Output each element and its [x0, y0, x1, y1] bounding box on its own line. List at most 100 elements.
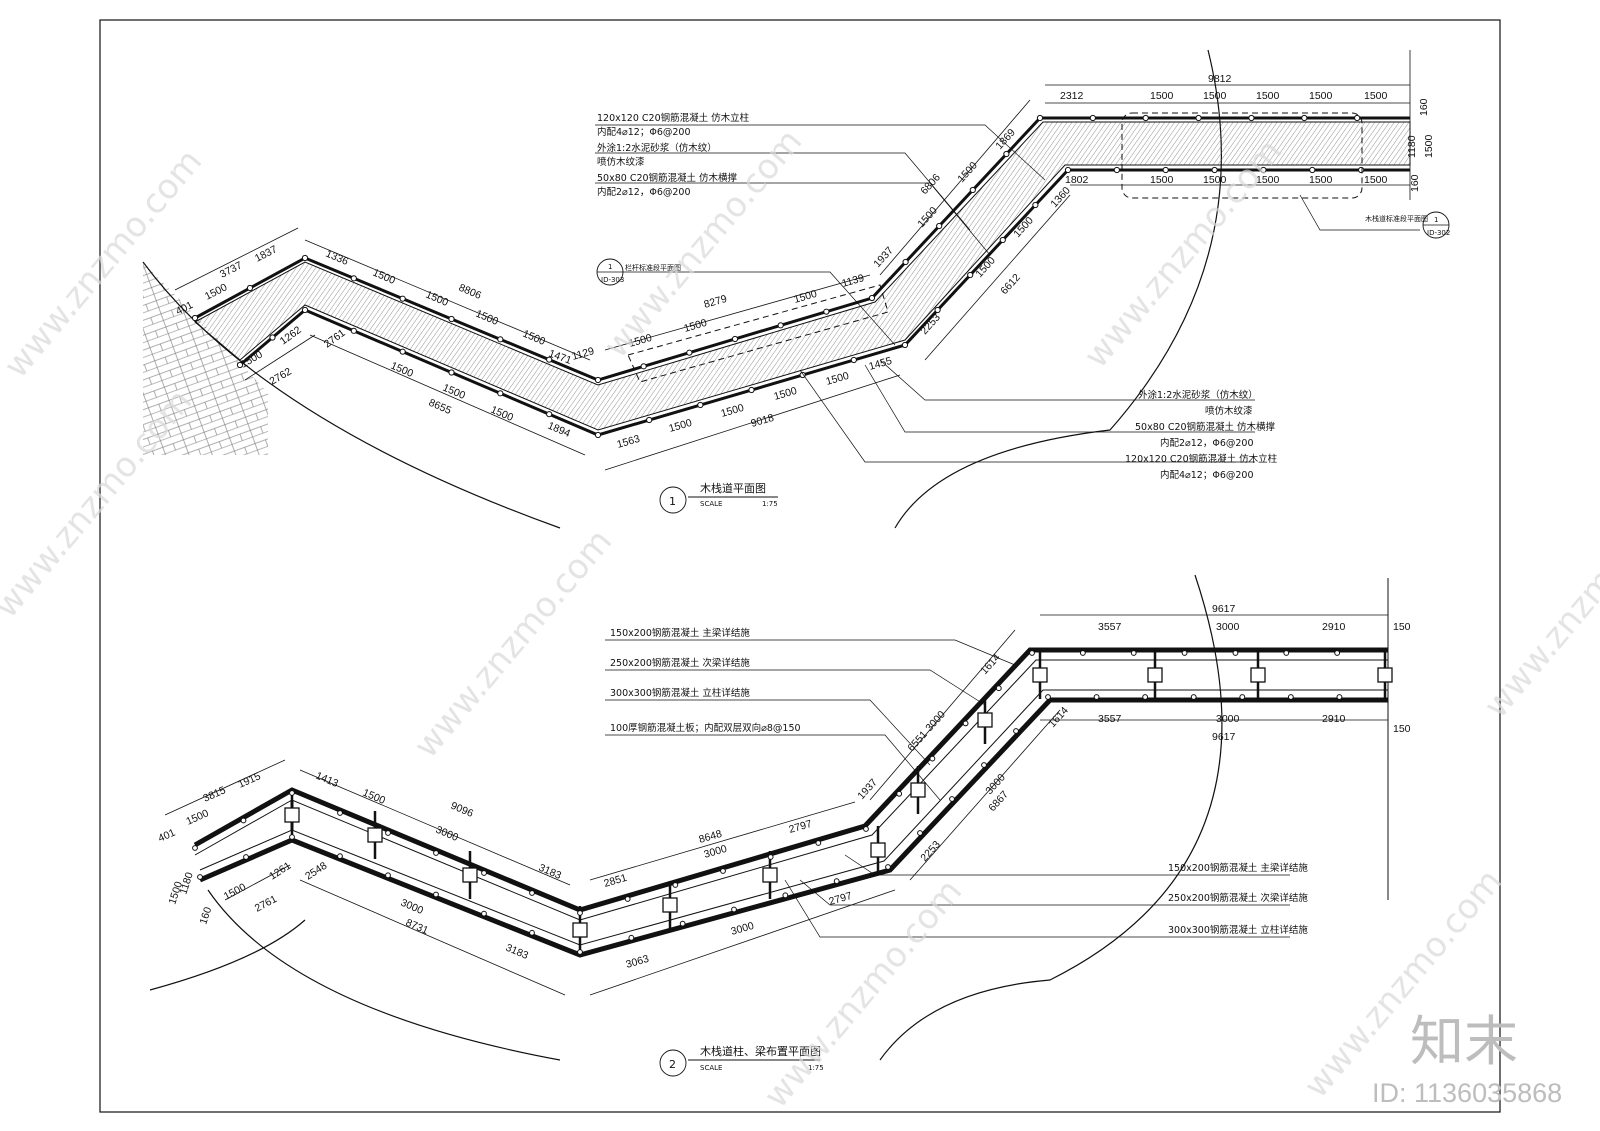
post-marker	[981, 762, 987, 768]
post-marker	[301, 306, 309, 314]
dim-text: 401	[156, 827, 177, 845]
post-marker	[1195, 114, 1202, 122]
dim-text: 8655	[427, 397, 453, 417]
post-marker	[720, 868, 726, 874]
post-marker	[640, 363, 647, 370]
post-marker	[1079, 650, 1086, 656]
detail-callout[interactable]: 1 ID-302 木栈道标准段平面图	[1365, 211, 1450, 239]
dim-text: 1614	[1046, 704, 1071, 730]
post-marker	[529, 929, 535, 936]
note-text: 150x200钢筋混凝土 主梁详结施	[1168, 862, 1308, 874]
leader-line	[844, 854, 1290, 876]
note-text: 120x120 C20钢筋混凝土 仿木立柱	[1125, 453, 1278, 465]
dim-text: 1500	[361, 787, 387, 807]
dimension-line	[589, 889, 896, 996]
post-marker	[1283, 650, 1290, 656]
post-marker	[679, 920, 686, 927]
post-marker	[962, 720, 969, 727]
dim-text: 3063	[625, 953, 651, 971]
post-marker	[350, 327, 357, 334]
post-marker	[823, 308, 830, 315]
post-marker	[236, 361, 244, 369]
column-marker	[1147, 667, 1163, 683]
dim-text: 1262	[278, 324, 304, 348]
column-marker	[572, 922, 588, 938]
drawing-number: 2	[669, 1058, 676, 1071]
dim-text: 3000	[434, 824, 460, 844]
dim-text: 3557	[1098, 713, 1122, 725]
post-marker	[767, 854, 774, 860]
dim-text: 1500	[955, 159, 980, 185]
post-marker	[1358, 166, 1365, 174]
note-text: 内配4⌀12；Φ6@200	[597, 126, 691, 138]
dim-text: 1500	[424, 289, 450, 309]
callout-number: 1	[608, 263, 612, 271]
post-marker	[337, 810, 343, 816]
note-text: 150x200钢筋混凝土 主梁详结施	[610, 627, 750, 639]
dim-text: 3000	[1216, 621, 1240, 633]
post-marker	[833, 878, 840, 885]
detail-callout[interactable]: 1 ID-303 栏杆标准段平面图	[596, 258, 681, 286]
leader-line	[879, 359, 1255, 401]
callout-ref: ID-303	[601, 276, 624, 284]
post-marker	[1142, 114, 1149, 122]
dim-text: 1614	[978, 651, 1003, 677]
post-marker	[433, 891, 439, 898]
dimension-line	[869, 629, 1016, 801]
post-marker	[896, 790, 903, 797]
post-marker	[999, 236, 1006, 244]
dim-text: 1500	[489, 404, 515, 424]
dim-text: 1500	[1203, 174, 1227, 186]
post-marker	[1181, 650, 1188, 656]
post-marker	[191, 314, 199, 322]
post-marker	[936, 222, 943, 230]
scale-label: SCALE	[700, 500, 722, 508]
post-marker	[815, 840, 822, 846]
post-marker	[192, 845, 198, 851]
dim-text: 150	[1393, 723, 1411, 735]
note-text: 内配2⌀12，Φ6@200	[597, 186, 691, 198]
drawing-title-2: 2 木栈道柱、梁布置平面图 SCALE 1:75	[659, 1044, 824, 1077]
dim-text: 1261	[267, 860, 293, 883]
scale-label: SCALE	[700, 1064, 722, 1072]
post-marker	[399, 295, 406, 302]
post-marker	[1036, 114, 1044, 122]
dim-text: 3000	[1216, 713, 1240, 725]
dim-text: 1500	[521, 328, 547, 348]
dim-text: 3183	[537, 862, 563, 882]
dim-text: 8731	[404, 917, 430, 937]
post-marker	[929, 755, 936, 762]
dimension-line	[589, 801, 856, 881]
dimension-line	[299, 769, 571, 886]
dim-text: 9096	[449, 800, 475, 820]
columns	[284, 667, 1393, 938]
post-marker	[1064, 166, 1072, 174]
note-text: 300x300钢筋混凝土 立柱详结施	[1168, 924, 1308, 936]
dim-text: 150	[1393, 621, 1411, 633]
dim-text: 160	[1409, 174, 1421, 192]
dim-text: 1500	[222, 881, 248, 903]
column-marker	[870, 842, 886, 858]
note-text: 外涂1:2水泥砂浆（仿木纹）	[597, 142, 717, 154]
post-marker	[969, 186, 976, 194]
dim-text: 160	[197, 905, 214, 926]
post-marker	[481, 870, 487, 876]
dim-text: 1869	[993, 126, 1018, 152]
post-marker	[246, 284, 254, 292]
post-marker	[529, 890, 535, 896]
dimension-line	[604, 374, 901, 471]
post-marker	[497, 390, 504, 397]
callout-ref: ID-302	[1427, 229, 1450, 237]
drawing-title-1: 1 木栈道平面图 SCALE 1:75	[659, 481, 778, 514]
note-text: 300x300钢筋混凝土 立柱详结施	[610, 687, 750, 699]
column-marker	[977, 712, 993, 728]
column-marker	[462, 867, 478, 883]
dim-text: 8279	[703, 293, 729, 311]
dim-text: 2548	[303, 860, 329, 883]
post-marker	[1029, 650, 1035, 656]
leader-line	[799, 369, 1255, 463]
post-marker	[385, 830, 391, 836]
post-marker	[240, 817, 247, 824]
post-marker	[777, 322, 784, 329]
